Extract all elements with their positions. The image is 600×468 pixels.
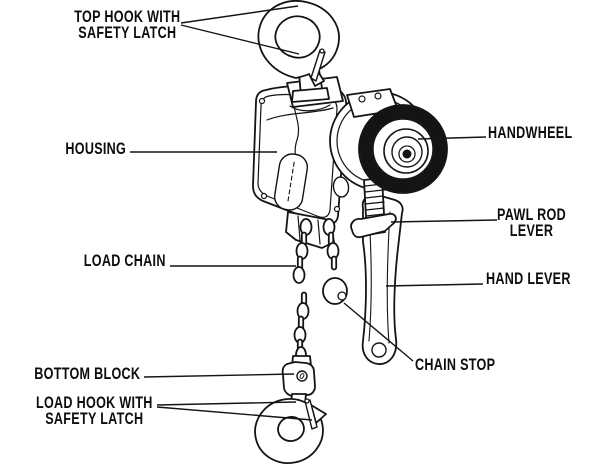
label-pawl-rod-lever-line1: PAWL ROD	[497, 205, 567, 224]
leader-chain-stop	[343, 302, 414, 362]
handwheel-drawing	[358, 104, 448, 194]
chain-stop-drawing	[322, 218, 348, 305]
label-top-hook-line1: TOP HOOK WITH	[73, 7, 180, 26]
bottom-block-drawing	[281, 355, 316, 397]
label-bottom-block: BOTTOM BLOCK	[33, 364, 140, 383]
hoist-drawing	[252, 0, 448, 464]
leader-bottom-block	[143, 373, 295, 378]
label-top-hook-line2: SAFETY LATCH	[77, 23, 176, 42]
leader-load-hook-lower	[156, 406, 313, 421]
leader-load-hook-upper	[156, 401, 297, 406]
label-housing: HOUSING	[65, 139, 126, 158]
load-hook-drawing	[254, 393, 327, 464]
pawl-rod-lever-drawing	[350, 212, 397, 239]
top-hook-drawing	[257, 0, 344, 108]
label-load-hook-line2: SAFETY LATCH	[45, 409, 144, 428]
label-load-hook-line1: LOAD HOOK WITH	[36, 393, 153, 412]
leader-lines	[130, 5, 498, 421]
leader-top-hook-lower	[180, 24, 300, 55]
leader-handwheel	[417, 136, 487, 140]
label-pawl-rod-lever-line2: LEVER	[509, 221, 554, 240]
label-hand-lever: HAND LEVER	[486, 269, 571, 288]
label-load-hook: LOAD HOOK WITH SAFETY LATCH	[36, 393, 153, 428]
load-chain-drawing	[292, 218, 313, 364]
leader-pawl-rod-lever	[390, 219, 498, 223]
label-load-chain: LOAD CHAIN	[84, 251, 166, 270]
label-chain-stop: CHAIN STOP	[415, 355, 496, 374]
label-pawl-rod-lever: PAWL ROD LEVER	[497, 205, 567, 240]
leader-hand-lever	[385, 283, 484, 287]
label-top-hook: TOP HOOK WITH SAFETY LATCH	[73, 7, 180, 42]
leader-top-hook-upper	[180, 5, 299, 24]
label-handwheel: HANDWHEEL	[488, 123, 573, 142]
